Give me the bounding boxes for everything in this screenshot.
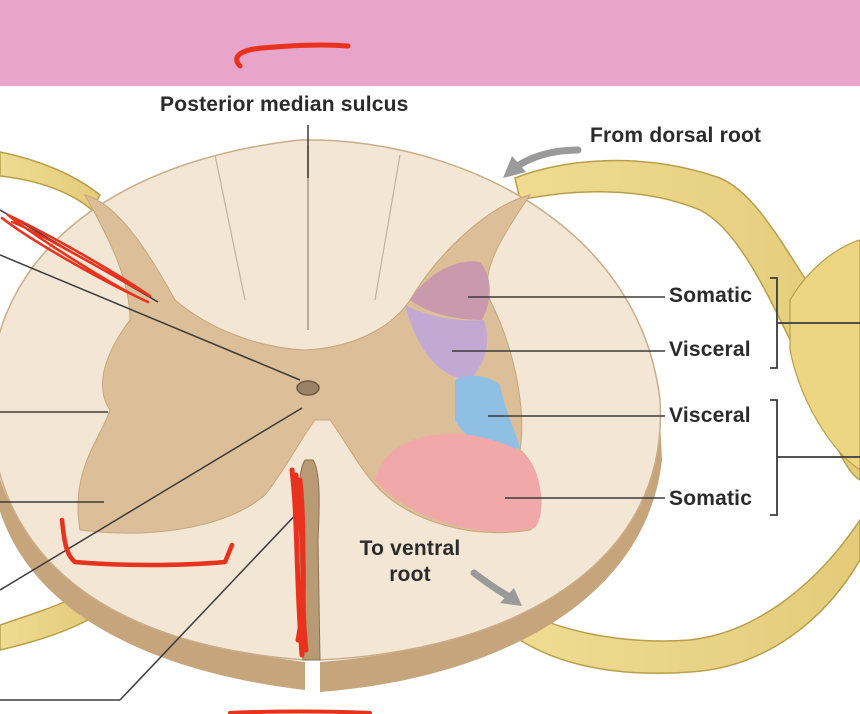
ventral-root-right [519, 518, 860, 675]
somatic-motor-region [375, 433, 542, 532]
dorsal-root-ganglion [789, 239, 860, 471]
somatic-sensory-region [410, 261, 490, 320]
label-visceral-lower: Visceral [669, 404, 751, 427]
dorsal-root-right [514, 159, 860, 481]
ventral-root-arrowhead [500, 588, 522, 606]
ink-bracket-bottom [59, 517, 235, 568]
label-somatic-lower: Somatic [669, 487, 753, 510]
ink-scribble-left [0, 213, 152, 304]
leader-left-2 [0, 254, 301, 381]
ink-stroke-top [234, 42, 351, 69]
label-to-ventral-root: To ventral root [340, 537, 480, 587]
ink-stroke-bottom [228, 709, 372, 714]
central-canal [296, 380, 320, 396]
visceral-motor-region [455, 375, 520, 450]
label-posterior-median-sulcus: Posterior median sulcus [160, 93, 409, 116]
bracket-motor [770, 399, 860, 516]
dorsal-root-left [0, 151, 101, 212]
dorsal-column-line-left [214, 154, 246, 301]
dorsal-root-arrowhead [503, 156, 526, 178]
label-from-dorsal-root: From dorsal root [590, 124, 762, 147]
label-to-ventral-line1: To ventral [359, 537, 461, 560]
header-banner [0, 0, 860, 86]
label-somatic-upper: Somatic [669, 284, 753, 307]
bracket-sensory [770, 277, 860, 369]
dorsal-column-line-right [374, 154, 401, 301]
label-to-ventral-line2: root [389, 563, 431, 586]
label-visceral-upper: Visceral [669, 338, 751, 361]
leader-left-5 [0, 407, 303, 591]
visceral-sensory-region [405, 305, 488, 380]
ink-fissure-mark [289, 467, 309, 658]
leader-left-6b [119, 507, 303, 701]
